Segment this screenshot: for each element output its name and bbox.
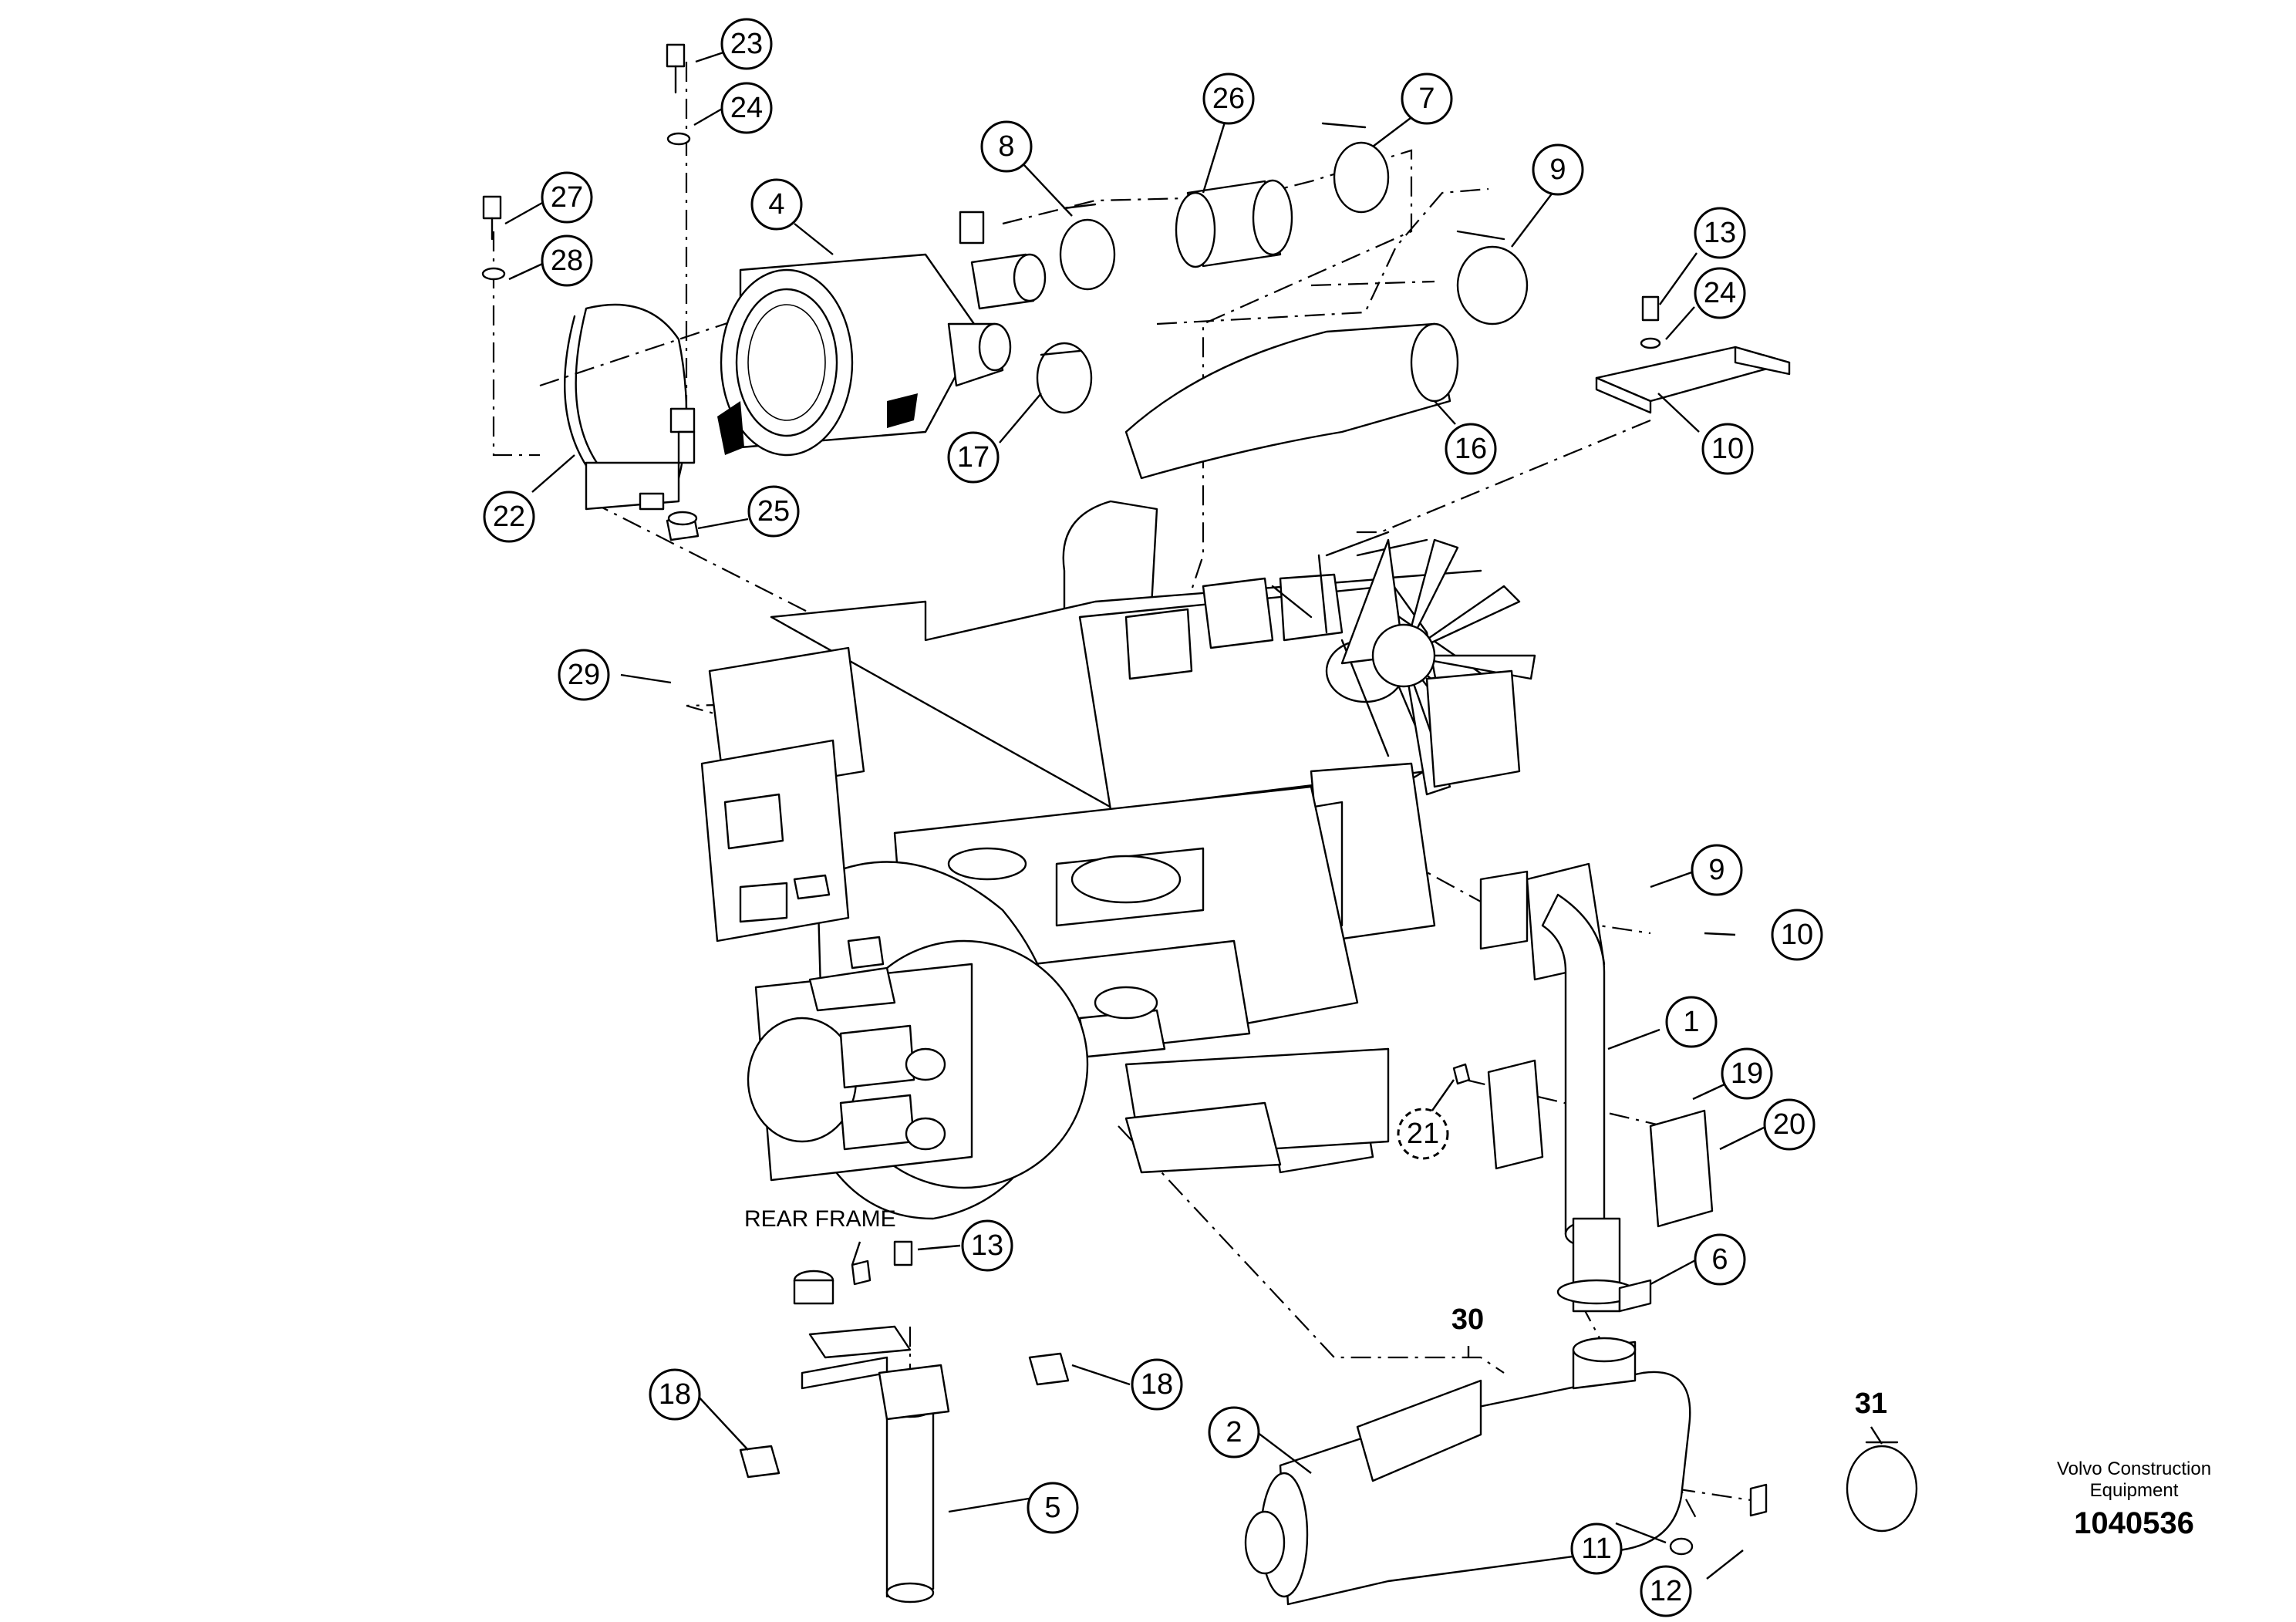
svg-text:21: 21	[1407, 1118, 1439, 1150]
callout-13-bottom: 13	[961, 1219, 1013, 1272]
callout-30: 30	[1451, 1303, 1484, 1336]
bolts-and-washers-top-left	[481, 43, 700, 541]
cooling-fan	[1340, 538, 1536, 796]
svg-text:27: 27	[551, 181, 583, 214]
svg-text:9: 9	[1708, 854, 1725, 886]
flywheel-housing-and-pump	[700, 646, 1089, 1220]
heat-shields	[1452, 1059, 1714, 1228]
svg-text:29: 29	[568, 659, 600, 691]
svg-text:9: 9	[1549, 153, 1566, 186]
callout-29: 29	[558, 649, 610, 701]
callout-28: 28	[541, 234, 593, 287]
callout-18-left: 18	[649, 1368, 701, 1421]
callout-8: 8	[980, 120, 1033, 173]
svg-text:8: 8	[998, 130, 1014, 163]
svg-text:5: 5	[1044, 1492, 1060, 1524]
svg-text:11: 11	[1581, 1533, 1611, 1565]
callout-21: 21	[1397, 1108, 1449, 1160]
svg-text:28: 28	[551, 244, 583, 277]
svg-text:19: 19	[1731, 1057, 1763, 1090]
callout-18-right: 18	[1131, 1358, 1183, 1411]
callout-13-top: 13	[1694, 207, 1746, 259]
band-clamp	[564, 303, 696, 511]
callout-24: 24	[720, 82, 773, 134]
callout-10-right: 10	[1771, 909, 1823, 961]
document-number: 1040536	[2074, 1506, 2194, 1540]
manufacturer-label: Volvo Construction Equipment	[2056, 1458, 2212, 1501]
svg-text:13: 13	[1704, 217, 1736, 249]
callout-20: 20	[1763, 1098, 1816, 1151]
svg-text:10: 10	[1781, 919, 1813, 951]
callout-23: 23	[720, 18, 773, 70]
svg-text:10: 10	[1711, 433, 1744, 465]
callout-22: 22	[483, 491, 535, 543]
svg-text:12: 12	[1650, 1575, 1682, 1607]
svg-text:20: 20	[1773, 1108, 1805, 1141]
rear-frame-bracket	[793, 1240, 913, 1390]
callout-9-top: 9	[1532, 143, 1584, 196]
exhaust-clamp	[1556, 1279, 1652, 1313]
svg-text:2: 2	[1226, 1416, 1242, 1448]
air-cleaner	[717, 211, 1047, 457]
svg-text:23: 23	[730, 28, 763, 60]
callout-4: 4	[750, 178, 803, 231]
svg-text:13: 13	[971, 1229, 1003, 1262]
callout-5: 5	[1027, 1482, 1079, 1534]
svg-text:1: 1	[1683, 1006, 1699, 1038]
rear-frame-label: REAR FRAME	[744, 1206, 896, 1232]
callout-6: 6	[1694, 1233, 1746, 1286]
svg-text:24: 24	[730, 92, 763, 124]
mounting-bracket	[1595, 295, 1791, 414]
callout-19: 19	[1721, 1047, 1773, 1100]
svg-text:17: 17	[957, 441, 990, 474]
callout-27: 27	[541, 171, 593, 224]
svg-text:7: 7	[1418, 83, 1435, 115]
document-footer: Volvo Construction Equipment 1040536	[2045, 1458, 2223, 1541]
svg-text:16: 16	[1455, 433, 1487, 465]
inlet-hoses-and-clamps	[1036, 122, 1529, 480]
callout-24-right: 24	[1694, 267, 1746, 319]
inline-filter	[739, 1352, 1070, 1603]
callout-9-right: 9	[1691, 844, 1743, 896]
callout-25: 25	[747, 485, 800, 538]
callout-2: 2	[1208, 1406, 1260, 1458]
callout-12: 12	[1640, 1565, 1692, 1617]
callout-17: 17	[947, 431, 1000, 484]
svg-text:6: 6	[1711, 1243, 1728, 1276]
callout-7: 7	[1401, 73, 1453, 125]
callout-1: 1	[1665, 996, 1718, 1048]
svg-text:22: 22	[493, 501, 525, 533]
callout-10-top: 10	[1701, 423, 1754, 475]
svg-text:25: 25	[757, 495, 790, 528]
callout-16: 16	[1445, 423, 1497, 475]
svg-text:18: 18	[659, 1378, 691, 1411]
svg-text:26: 26	[1212, 83, 1245, 115]
svg-text:24: 24	[1704, 277, 1736, 309]
leader-lines	[504, 51, 1883, 1580]
svg-text:4: 4	[768, 188, 784, 221]
callout-31: 31	[1855, 1388, 1887, 1420]
callout-11: 11	[1570, 1523, 1623, 1575]
svg-text:18: 18	[1141, 1368, 1173, 1401]
exhaust-pipe	[1479, 862, 1621, 1313]
callout-26: 26	[1202, 73, 1255, 125]
